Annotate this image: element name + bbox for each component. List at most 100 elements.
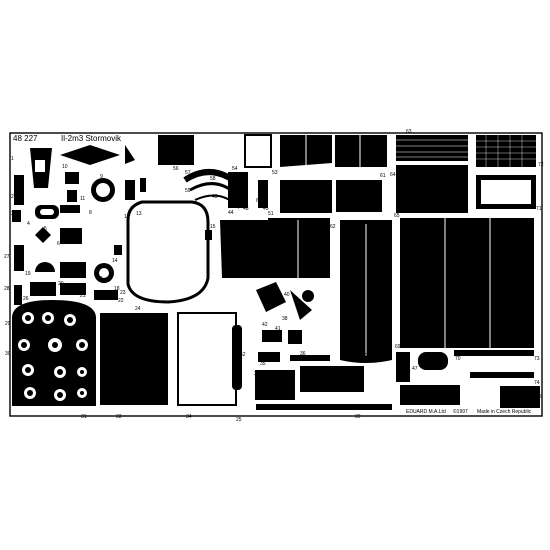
part-plate-47 <box>228 172 248 208</box>
part-number: 55 <box>236 174 242 180</box>
part-number: 50 <box>262 186 268 192</box>
part-number: 4 <box>27 221 30 227</box>
part-number: 58 <box>210 176 216 182</box>
part-number: 61 <box>380 173 386 179</box>
part-number: 9 <box>100 174 103 180</box>
part-number: 54 <box>232 166 238 172</box>
part-number: 8 <box>89 210 92 216</box>
part-number: 46 <box>294 334 300 340</box>
part-seat-back <box>100 313 168 405</box>
part-number: 26 <box>23 296 29 302</box>
part-number: 48 <box>243 206 249 212</box>
part-number: 66 <box>396 354 402 360</box>
part-number: 42 <box>262 322 268 328</box>
part-number: 5 <box>44 226 47 232</box>
part-armoured-bulkhead <box>126 200 210 304</box>
part-tab-left <box>114 245 122 255</box>
part-number: 68 <box>410 344 416 350</box>
part-number: 45 <box>263 206 269 212</box>
part-number: 31 <box>81 414 87 420</box>
part-number: 15 <box>210 224 216 230</box>
part-number: 29 <box>5 321 11 327</box>
part-floor-panel <box>400 218 534 348</box>
part-panel-65 <box>396 165 468 213</box>
part-numbers: 1 2 3 4 5 6 7 8 9 10 11 12 13 14 15 16 1… <box>4 129 544 423</box>
part-number: 71 <box>536 206 542 212</box>
part-number: 10 <box>62 164 68 170</box>
part-strip-48 <box>258 180 268 208</box>
part-number: 7 <box>70 208 73 214</box>
part-number: 43 <box>212 194 218 200</box>
part-mesh-screen <box>476 135 536 167</box>
part-number: 76 <box>520 394 526 400</box>
part-number: 57 <box>185 170 191 176</box>
parts-bracket-cluster <box>255 282 364 400</box>
part-number: 39 <box>355 414 361 420</box>
part-number: 65 <box>394 213 400 219</box>
part-number: 25 <box>236 417 242 423</box>
part-number: 62 <box>330 224 336 230</box>
part-number: 20 <box>58 281 64 287</box>
part-number: 64 <box>390 172 396 178</box>
part-number: 40 <box>284 292 290 298</box>
part-number: 21 <box>80 293 86 299</box>
part-number: 11 <box>80 196 85 202</box>
fret-code: 48 227 <box>13 134 38 143</box>
part-number: 28 <box>4 286 10 292</box>
part-number: 70 <box>455 356 461 362</box>
part-number: 13 <box>136 211 142 217</box>
part-number: 12 <box>124 214 130 220</box>
part-plate-55 <box>158 135 194 165</box>
part-number: 24 <box>135 306 141 312</box>
part-number: 19 <box>25 271 31 277</box>
part-number: 60 <box>256 198 262 204</box>
part-number: 33 <box>116 414 122 420</box>
part-number: 38 <box>282 316 288 322</box>
part-number: 44 <box>228 210 234 216</box>
part-tab-right <box>205 230 212 240</box>
part-radiator-grille <box>396 135 468 161</box>
part-number: 69 <box>395 344 401 350</box>
part-instrument-panel <box>12 300 96 406</box>
grille-lines <box>396 139 468 158</box>
parts-lower-right <box>256 350 540 410</box>
part-number: 41 <box>275 326 281 332</box>
part-number: 30 <box>5 351 11 357</box>
part-number: 2 <box>11 194 14 200</box>
part-number: 6 <box>57 241 60 247</box>
floor-panel-seams <box>444 218 491 348</box>
part-frame-71-window <box>481 180 531 204</box>
part-number: 3 <box>11 211 14 217</box>
part-number: 14 <box>112 258 118 264</box>
part-number: 74 <box>534 380 540 386</box>
part-number: 35 <box>260 361 266 367</box>
part-frame-34 <box>177 312 237 406</box>
part-number: 49 <box>362 353 368 359</box>
part-number: 23 <box>120 290 126 296</box>
part-number: 27 <box>4 254 10 260</box>
parts-top-left <box>12 145 146 305</box>
part-number: 52 <box>240 352 246 358</box>
mesh-lines <box>476 135 536 167</box>
copyright-year: ©1997 <box>453 408 468 415</box>
fret-title: Il-2m3 Stormovik <box>61 134 122 143</box>
origin-label: Made in Czech Republic <box>477 409 532 415</box>
panel-seams <box>297 135 367 356</box>
part-number: 53 <box>272 170 278 176</box>
part-number: 36 <box>300 351 306 357</box>
fret-frame <box>9 132 543 417</box>
part-rod-35 <box>232 325 242 390</box>
part-number: 75 <box>536 394 542 400</box>
part-number: 17 <box>80 268 86 274</box>
manufacturer-label: EDUARD M.A.Ltd <box>406 409 446 415</box>
part-plate-frame <box>244 134 272 168</box>
part-number: 51 <box>268 211 274 217</box>
part-number: 56 <box>173 166 179 172</box>
part-number: 72 <box>538 162 544 168</box>
part-number: 59 <box>185 188 191 194</box>
part-number: 1 <box>11 156 14 162</box>
part-number: 34 <box>186 414 192 420</box>
part-number: 22 <box>118 298 124 304</box>
part-number: 67 <box>405 370 411 376</box>
